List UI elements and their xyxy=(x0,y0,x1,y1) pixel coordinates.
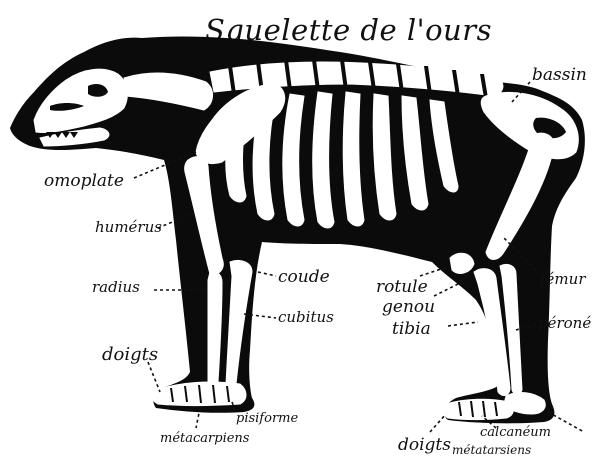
label-humerus: humérus xyxy=(95,218,162,236)
label-omoplate: omoplate xyxy=(44,171,124,191)
label-metacarpiens: métacarpiens xyxy=(160,431,250,446)
leader-doigts-front xyxy=(148,362,160,392)
label-calcaneum: calcanéum xyxy=(480,425,551,440)
label-cubitus: cubitus xyxy=(278,308,334,326)
label-tibia: tibia xyxy=(392,319,431,339)
label-rotule: rotule xyxy=(376,277,428,297)
label-bassin: bassin xyxy=(532,65,587,85)
label-pisiforme: pisiforme xyxy=(236,411,298,426)
label-genou: genou xyxy=(382,297,435,317)
leader-coude xyxy=(258,272,276,276)
label-doigts-front: doigts xyxy=(102,344,158,365)
leader-doigts-hind xyxy=(430,414,446,432)
label-femur: fémur xyxy=(539,270,586,288)
leader-genou xyxy=(434,282,462,296)
label-radius: radius xyxy=(92,278,140,296)
leader-tibia xyxy=(448,322,478,326)
label-metatarsiens: métatarsiens xyxy=(452,443,531,457)
label-coude: coude xyxy=(278,267,330,287)
hind-paw-bones xyxy=(442,399,514,419)
leader-calcaneum xyxy=(548,412,584,432)
label-doigts-hind: doigts xyxy=(398,435,451,455)
label-perone: péroné xyxy=(538,314,591,332)
